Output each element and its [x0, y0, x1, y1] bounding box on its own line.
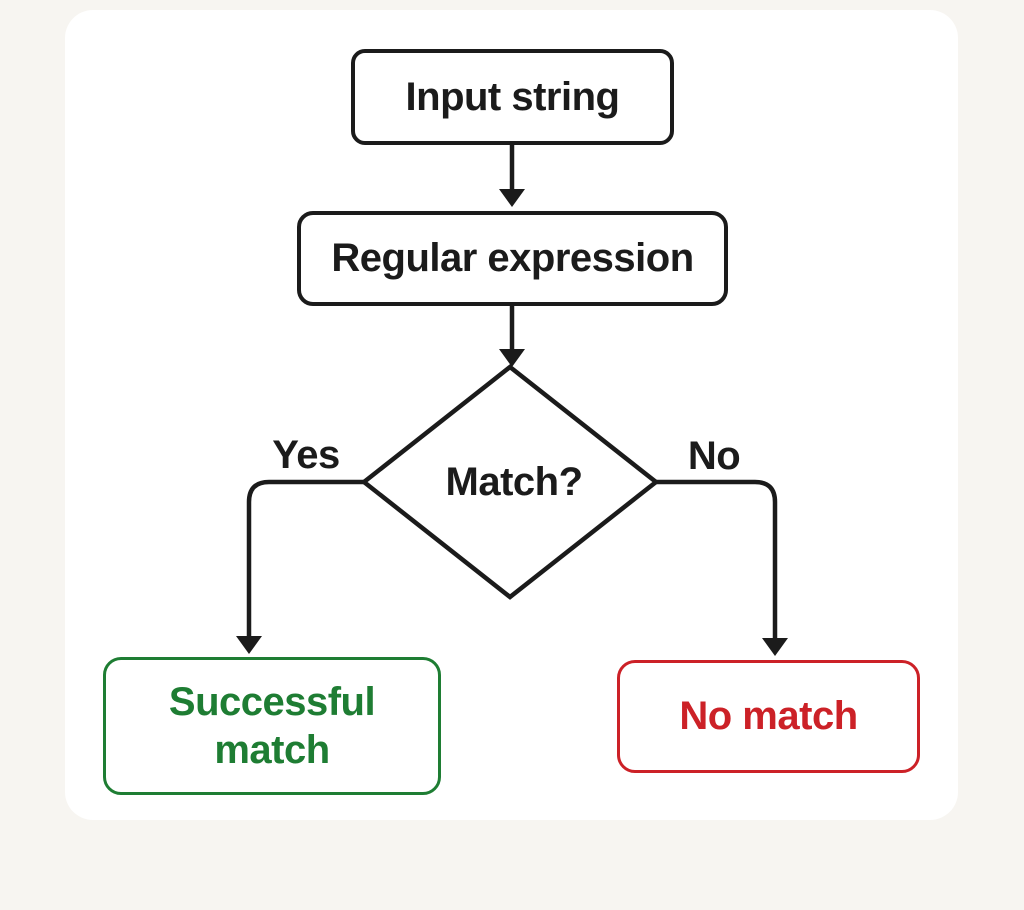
- edge-label-no: No: [654, 433, 774, 479]
- node-regular-expression-label: Regular expression: [331, 236, 694, 280]
- node-input-string: Input string: [351, 49, 674, 145]
- node-no-match-label: No match: [679, 694, 858, 738]
- node-regular-expression: Regular expression: [297, 211, 728, 306]
- edge-label-yes-text: Yes: [272, 432, 340, 477]
- edge-label-yes: Yes: [246, 432, 366, 478]
- node-decision-match: Match?: [414, 455, 614, 509]
- node-no-match: No match: [617, 660, 920, 773]
- edge-label-no-text: No: [687, 433, 741, 478]
- node-successful-match-label: Successful match: [168, 680, 376, 772]
- node-decision-match-label: Match?: [445, 459, 584, 504]
- node-successful-match: Successful match: [103, 657, 441, 795]
- node-input-string-label: Input string: [405, 74, 620, 119]
